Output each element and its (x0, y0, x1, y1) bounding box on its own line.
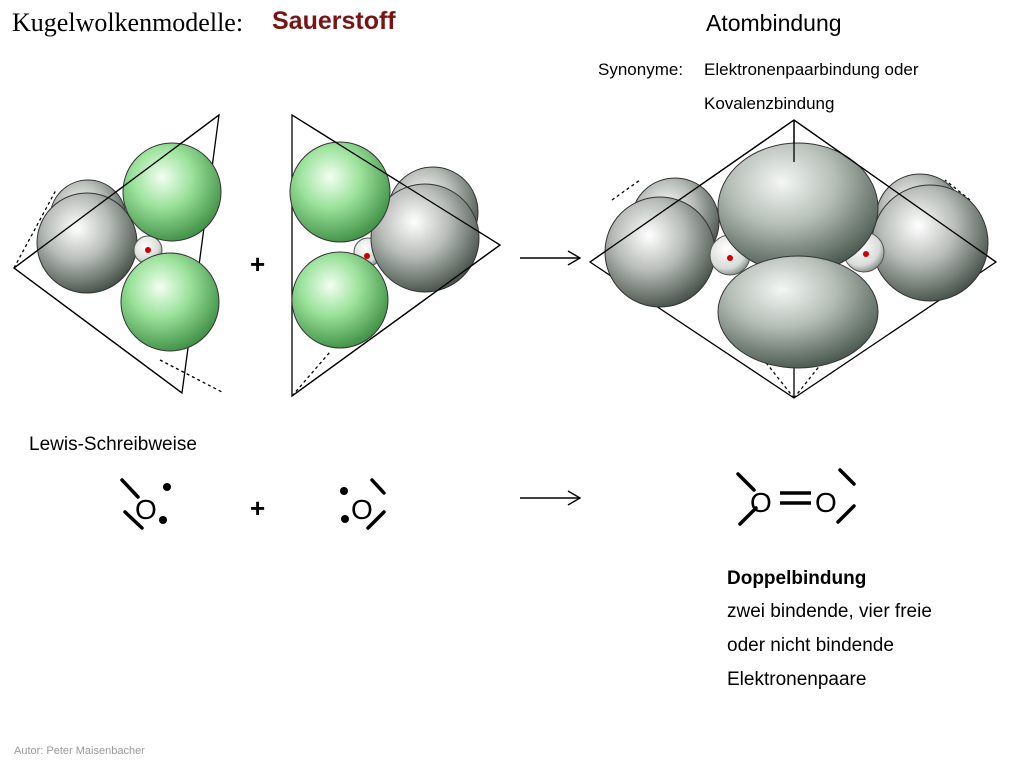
bonding-electron-cloud (289, 141, 391, 243)
oxygen-atom-right-model (289, 113, 502, 398)
hidden-edge (944, 179, 971, 201)
lone-pair-bar (123, 510, 144, 530)
tetrahedron-right-hidden-edge (291, 351, 331, 397)
lone-pair-bar (736, 472, 756, 492)
tetrahedron-left-hidden-edge (13, 189, 57, 269)
oxygen-molecule-model (588, 119, 998, 399)
lone-pair-bar (120, 478, 140, 499)
oxygen-symbol: O (351, 494, 373, 525)
oxygen-symbol: O (750, 487, 772, 518)
synonyms-value-line1: Elektronenpaarbindung oder (704, 60, 919, 79)
bonding-electron-cloud (291, 251, 389, 349)
bonding-electron-cloud (120, 252, 220, 352)
bonding-electron-pair-cloud (717, 255, 879, 369)
description-line: Elektronenpaare (727, 669, 867, 690)
nucleus-dot (145, 247, 151, 253)
single-electron-dot (159, 516, 167, 524)
synonyms-value-line2: Kovalenzbindung (704, 94, 835, 113)
lewis-oxygen-left: O (120, 478, 171, 530)
lone-pair-bar (836, 504, 856, 524)
lone-pair-bar (738, 506, 758, 526)
reaction-arrow-lewis (520, 490, 582, 506)
description-line: oder nicht bindende (727, 635, 894, 656)
reaction-plus-sign: + (250, 249, 265, 279)
synonyms-label: Synonyme: (598, 60, 684, 79)
nucleus-dot (727, 255, 733, 261)
lone-pair-bar (370, 478, 386, 495)
oxygen-symbol: O (135, 494, 157, 525)
description-line: zwei bindende, vier freie (727, 601, 932, 622)
lone-pair-cloud (370, 183, 480, 293)
tetrahedron-left-hidden-edge (159, 359, 223, 393)
lewis-oxygen-molecule: O O (736, 468, 856, 526)
lewis-heading: Lewis-Schreibweise (29, 434, 197, 455)
lone-pair-cloud (36, 192, 138, 294)
page-title-element: Sauerstoff (272, 7, 396, 35)
oxygen-symbol: O (815, 487, 837, 518)
oxygen-atom-left-model (12, 113, 223, 395)
lone-pair-bar (366, 510, 386, 530)
single-electron-dot (340, 487, 348, 495)
single-electron-dot (341, 515, 349, 523)
page-title-prefix: Kugelwolkenmodelle: (12, 8, 244, 37)
bond-type-heading: Atombindung (706, 10, 842, 36)
lewis-oxygen-right: O (340, 478, 386, 530)
nucleus-dot (863, 251, 869, 257)
lewis-plus-sign: + (250, 493, 265, 523)
single-electron-dot (163, 483, 171, 491)
lone-pair-bar (838, 468, 856, 486)
reaction-arrow-model (520, 250, 582, 266)
bonding-electron-cloud (122, 142, 222, 242)
lone-pair-cloud (871, 184, 989, 302)
author-credit: Autor: Peter Maisenbacher (14, 745, 145, 757)
nucleus-dot (364, 253, 370, 259)
description-title: Doppelbindung (727, 568, 867, 589)
hidden-edge (611, 179, 641, 201)
